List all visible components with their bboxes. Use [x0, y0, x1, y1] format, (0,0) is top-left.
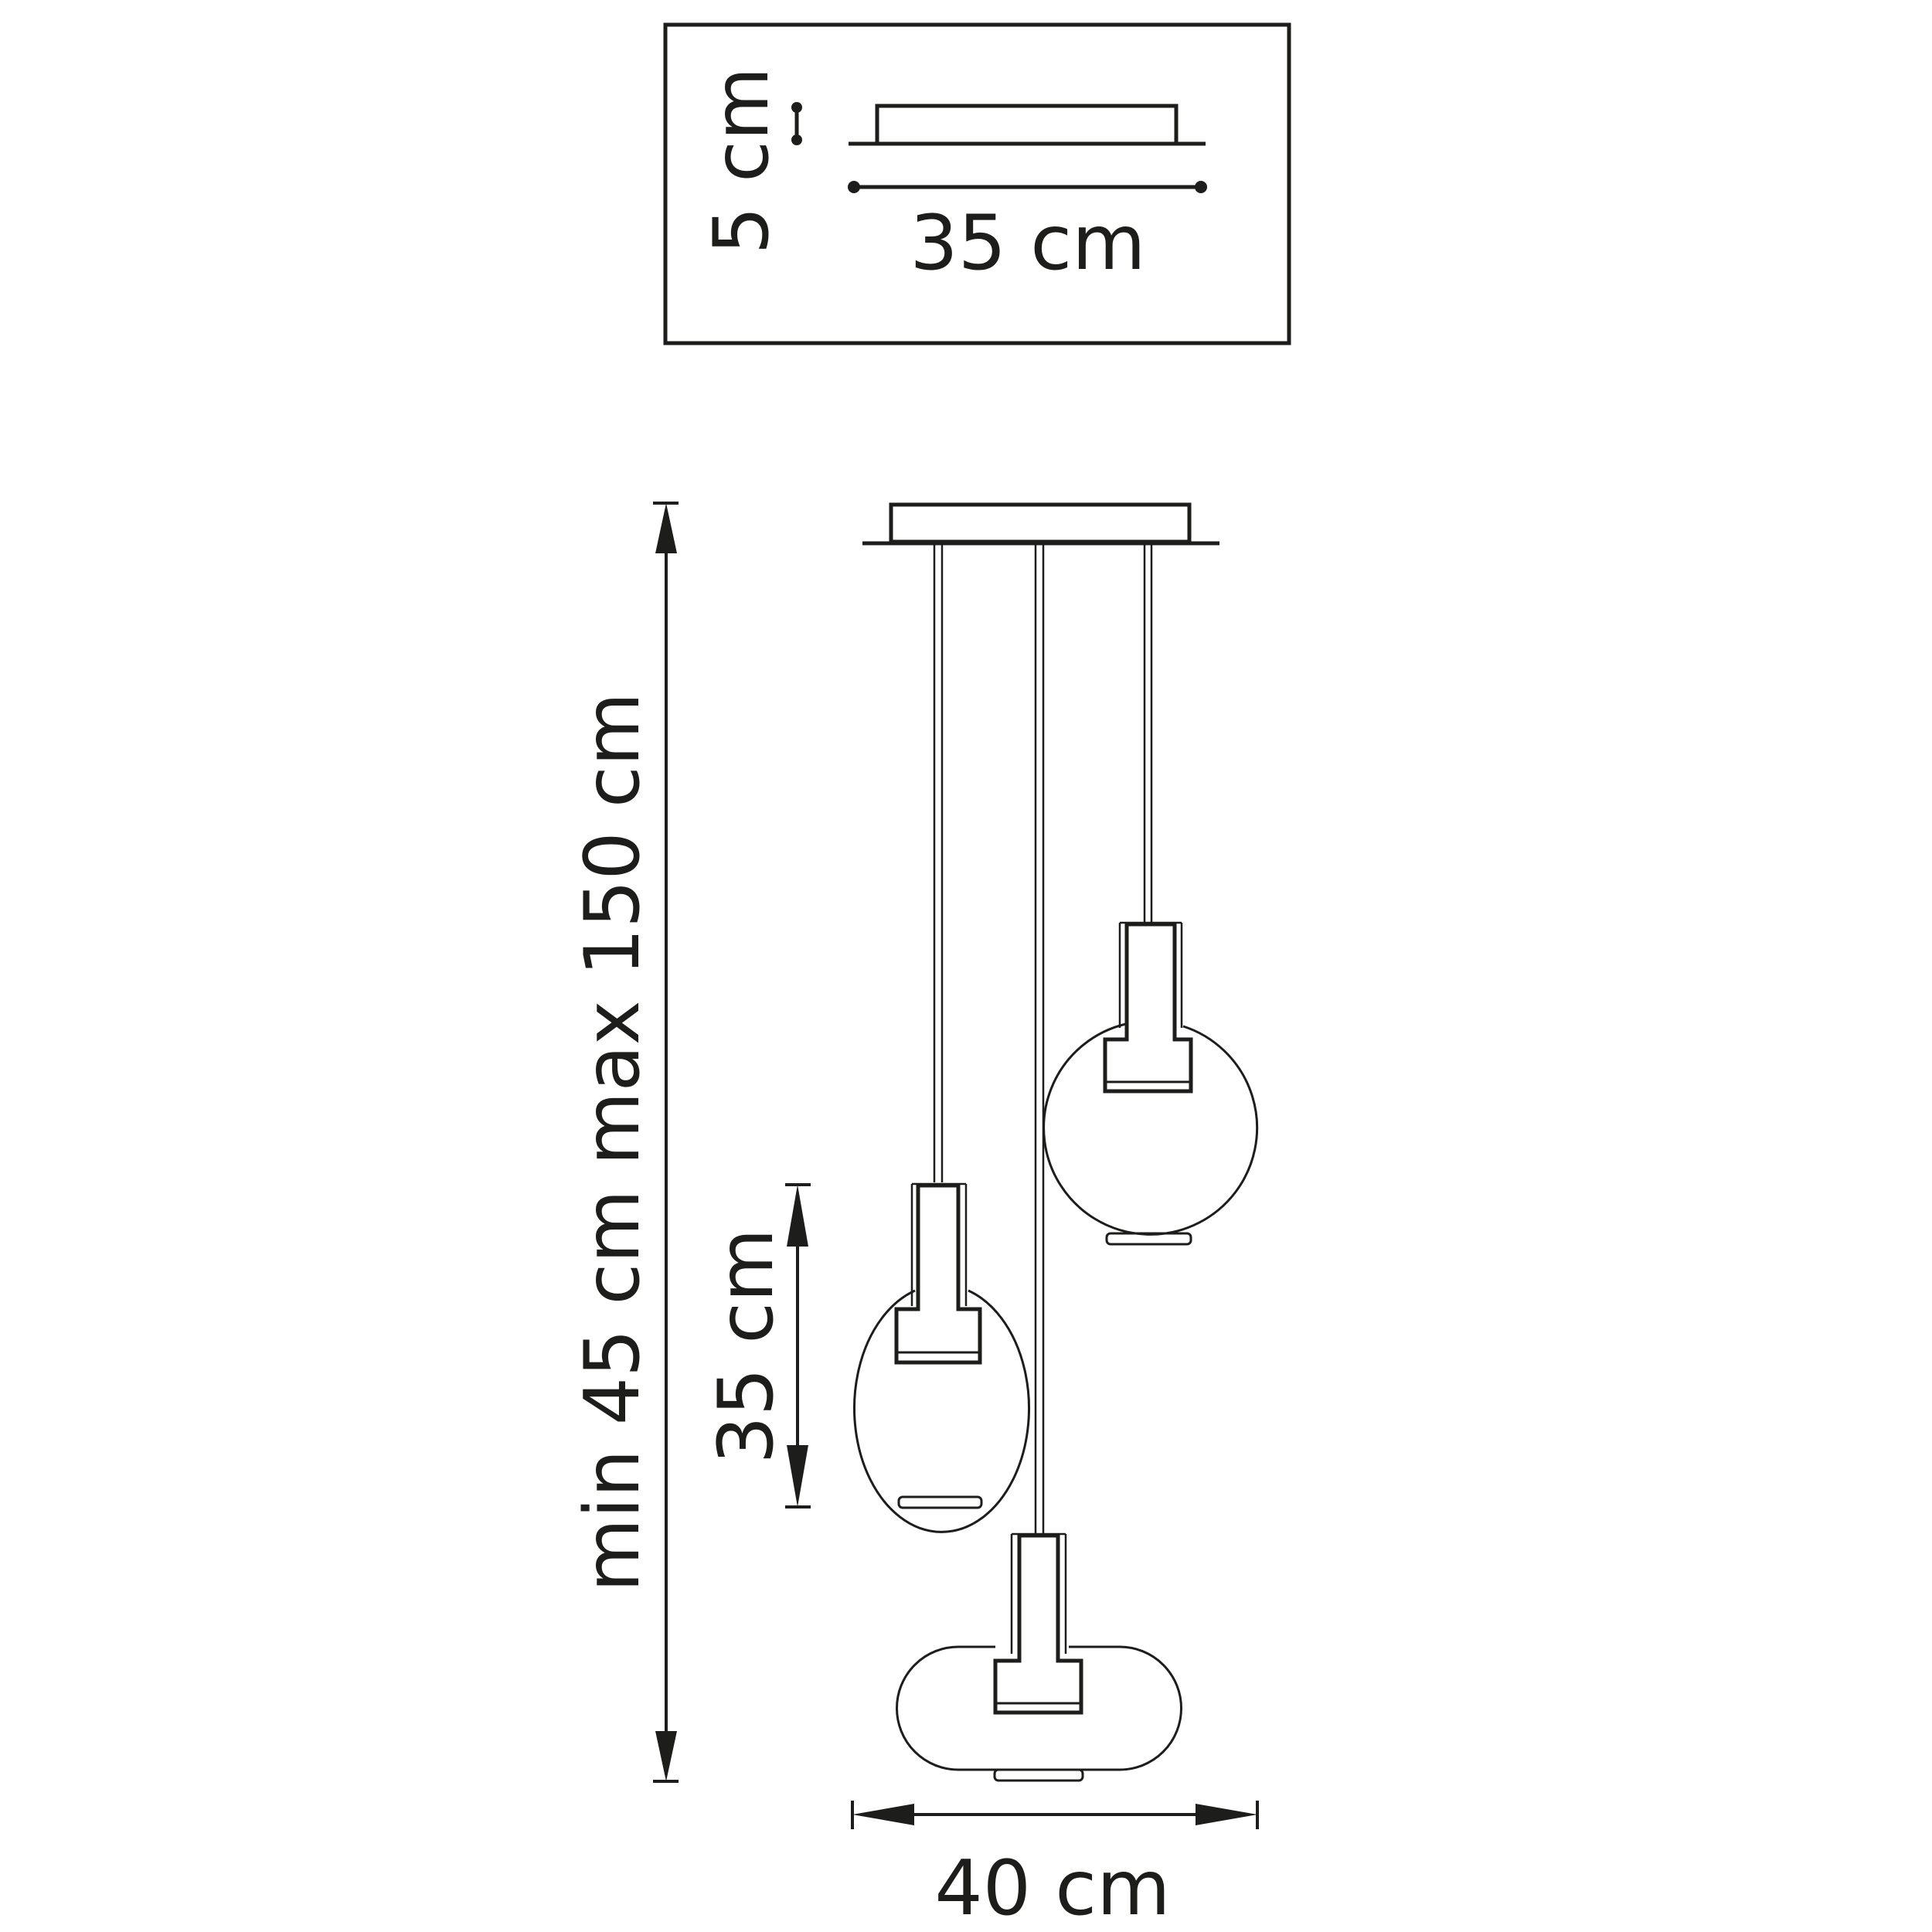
- shade-height-dimension: 35 cm: [702, 1183, 811, 1509]
- capsule-bottom-ring: [993, 1768, 1084, 1782]
- globe-pendant: [1043, 921, 1259, 1246]
- canopy-plate: [889, 502, 1192, 544]
- inset-height-endpoint-bottom: [791, 134, 802, 145]
- oval-shade: [853, 1289, 1030, 1533]
- globe-holder-outline: [1118, 921, 1183, 1028]
- width-dimension: 40 cm: [851, 1801, 1259, 1932]
- drop-label: min 45 cm max 150 cm: [569, 692, 657, 1593]
- shade-arrow-bottom: [787, 1445, 808, 1507]
- capsule-holder-outline: [1010, 1532, 1067, 1654]
- elevation-view: min 45 cm max 150 cm 35 cm 40 cm: [569, 502, 1259, 1932]
- oval-bottom-ring: [897, 1495, 983, 1509]
- shade-arrow-top: [787, 1185, 808, 1247]
- capsule-shade: [896, 1645, 1182, 1771]
- inset-width-label: 35 cm: [910, 199, 1145, 287]
- inset-height-endpoint-top: [791, 102, 802, 113]
- oval-holder-outline: [910, 1182, 968, 1306]
- suspension-cables: [933, 544, 1153, 1534]
- globe-shade: [1043, 1022, 1259, 1236]
- capsule-lampholder: [993, 1533, 1083, 1715]
- globe-lampholder: [1103, 922, 1193, 1094]
- inset-height-label: 5 cm: [698, 67, 786, 255]
- drop-arrow-bottom: [655, 1731, 677, 1781]
- inset-frame: [663, 22, 1291, 345]
- total-width-label: 40 cm: [934, 1845, 1170, 1932]
- drop-arrow-top: [655, 503, 677, 553]
- globe-bottom-ring: [1105, 1232, 1192, 1246]
- shade-height-label: 35 cm: [702, 1228, 791, 1464]
- width-arrow-left: [852, 1804, 914, 1825]
- inset-width-endpoint-left: [848, 181, 860, 193]
- capsule-pendant: [896, 1532, 1182, 1782]
- drop-dimension: min 45 cm max 150 cm: [569, 502, 679, 1783]
- inset-canopy-plate: [875, 104, 1179, 146]
- oval-pendant: [853, 1182, 1030, 1533]
- canopy-inset: 35 cm 5 cm: [663, 22, 1291, 345]
- inset-width-endpoint-right: [1195, 181, 1207, 193]
- oval-lampholder: [894, 1183, 982, 1365]
- width-arrow-right: [1196, 1804, 1257, 1825]
